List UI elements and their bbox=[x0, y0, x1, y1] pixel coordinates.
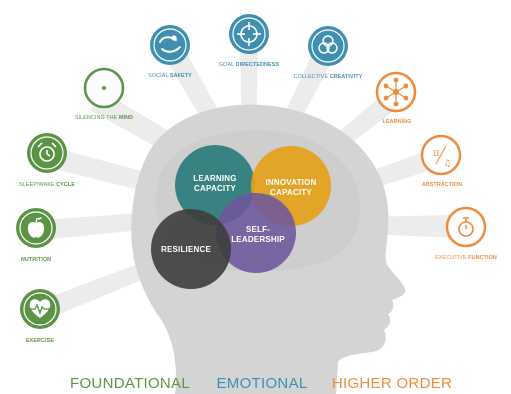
category-legend: FOUNDATIONAL EMOTIONAL HIGHER ORDER bbox=[70, 375, 452, 392]
social-safety-item: SOCIAL SAFETY bbox=[148, 25, 192, 79]
venn-label-learning-2: CAPACITY bbox=[194, 184, 236, 193]
venn-group: LEARNING CAPACITY INNOVATION CAPACITY SE… bbox=[151, 145, 331, 289]
alarm-clock-icon bbox=[37, 142, 57, 162]
overlapping-circles-icon bbox=[318, 35, 338, 54]
exercise-label: EXERCISE bbox=[26, 338, 54, 344]
venn-label-self-1: SELF- bbox=[246, 225, 270, 234]
self-leadership-circle bbox=[216, 193, 296, 273]
category-foundational: FOUNDATIONAL bbox=[70, 375, 190, 392]
collective-creativity-item: COLLECTIVE CREATIVITY bbox=[294, 26, 363, 80]
handshake-icon bbox=[159, 35, 181, 53]
silencing-mind-item: SILENCING THE MIND bbox=[75, 67, 133, 121]
collective-creativity-label: COLLECTIVE CREATIVITY bbox=[294, 74, 363, 80]
goal-directedness-item: GOAL DIRECTEDNESS bbox=[219, 14, 280, 68]
abstraction-label: ABSTRACTION bbox=[422, 182, 462, 188]
social-safety-label: SOCIAL SAFETY bbox=[148, 73, 192, 79]
pi-music-icon: π ♫ bbox=[433, 145, 451, 169]
executive-function-label: EXECUTIVE FUNCTION bbox=[435, 255, 497, 261]
learning-label: LEARNING bbox=[383, 119, 412, 125]
heartbeat-icon bbox=[28, 299, 52, 318]
goal-directedness-label: GOAL DIRECTEDNESS bbox=[219, 62, 280, 68]
nutrition-label: NUTRITION bbox=[21, 257, 51, 263]
exercise-item: EXERCISE bbox=[20, 289, 60, 344]
svg-text:π: π bbox=[433, 148, 440, 159]
dot-icon bbox=[102, 86, 106, 90]
venn-label-self-2: LEADERSHIP bbox=[231, 235, 285, 244]
abstraction-item: π ♫ ABSTRACTION bbox=[420, 134, 462, 188]
sleep-wake-label: SLEEP/WAKE CYCLE bbox=[19, 182, 75, 188]
nutrition-item: NUTRITION bbox=[16, 208, 56, 263]
executive-function-item: EXECUTIVE FUNCTION bbox=[435, 206, 497, 261]
resilience-circle bbox=[151, 209, 231, 289]
learning-item: LEARNING bbox=[375, 71, 417, 125]
apple-icon bbox=[27, 217, 45, 238]
svg-text:♫: ♫ bbox=[443, 159, 451, 169]
network-icon bbox=[383, 77, 409, 107]
sleep-wake-item: SLEEP/WAKE CYCLE bbox=[19, 133, 75, 188]
venn-label-learning-1: LEARNING bbox=[193, 174, 236, 183]
venn-label-innovation-1: INNOVATION bbox=[265, 178, 316, 187]
category-emotional: EMOTIONAL bbox=[216, 375, 307, 392]
venn-label-resilience: RESILIENCE bbox=[161, 245, 211, 254]
stopwatch-icon bbox=[458, 217, 474, 237]
silencing-mind-label: SILENCING THE MIND bbox=[75, 115, 133, 121]
venn-label-innovation-2: CAPACITY bbox=[270, 188, 312, 197]
category-higher-order: HIGHER ORDER bbox=[332, 375, 452, 392]
crosshair-icon bbox=[237, 22, 261, 46]
